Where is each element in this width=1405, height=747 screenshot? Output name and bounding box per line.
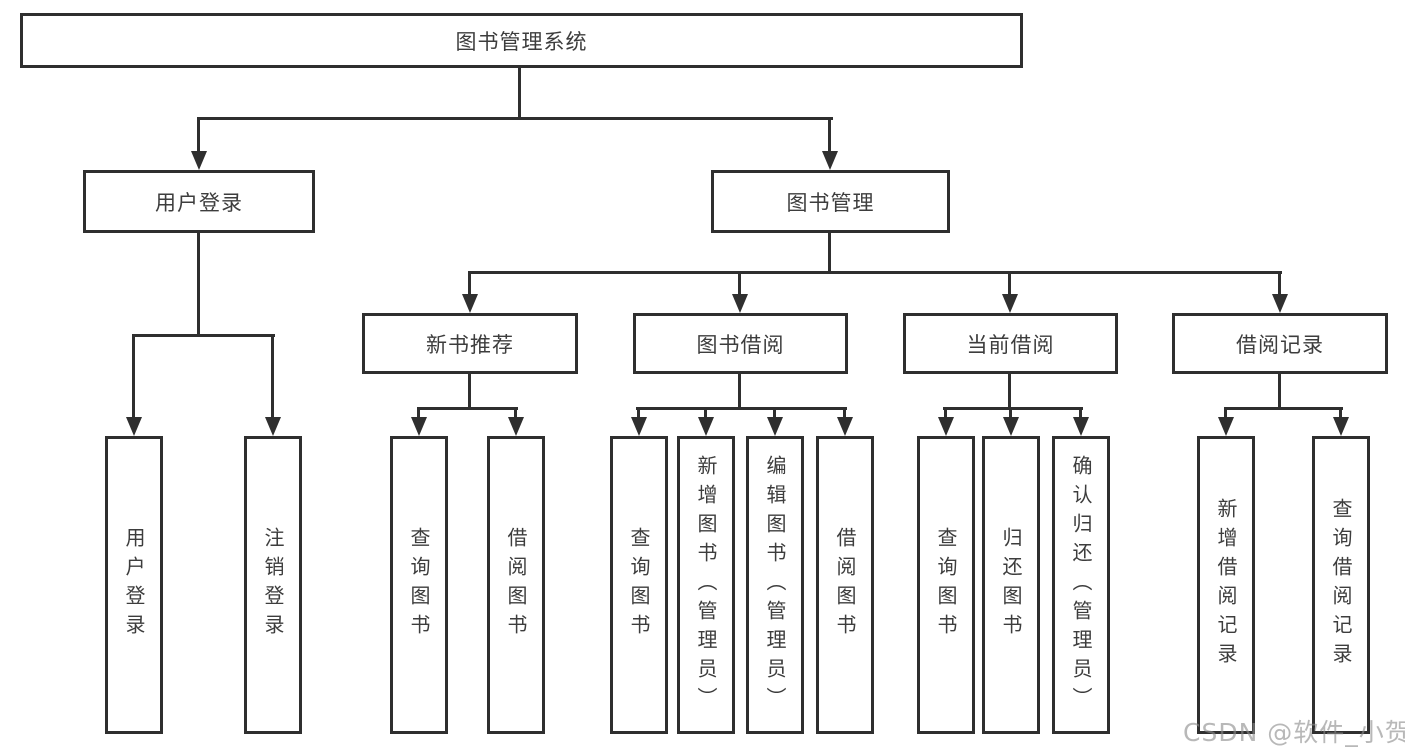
node-query-borrow-record: 查询借阅记录: [1312, 436, 1370, 734]
node-book-borrow: 图书借阅: [633, 313, 848, 374]
connector-drop-leaf: [1224, 407, 1227, 419]
connector-drop-leaf: [1339, 407, 1342, 419]
connector-drop-leaf: [843, 407, 846, 419]
connector-current-borrow-stub: [1008, 374, 1011, 410]
connector-drop-leaf: [1009, 407, 1012, 419]
arrow-down-icon: [732, 294, 748, 313]
connector-book-borrow-bar: [636, 407, 847, 410]
node-user-login-leaf: 用户登录: [105, 436, 163, 734]
node-edit-book-admin: 编辑图书（管理员）: [746, 436, 804, 734]
arrow-down-icon: [1272, 294, 1288, 313]
arrow-down-icon: [767, 417, 783, 436]
arrow-down-icon: [822, 151, 838, 170]
connector-borrow-records-stub: [1278, 374, 1281, 410]
arrow-down-icon: [1333, 417, 1349, 436]
connector-drop-leaf: [704, 407, 707, 419]
node-add-book-admin: 新增图书（管理员）: [677, 436, 735, 734]
csdn-watermark: CSDN @软件_小贺同学: [1183, 718, 1405, 747]
node-return-book: 归还图书: [982, 436, 1040, 734]
node-borrow-books-recommend: 借阅图书: [487, 436, 545, 734]
node-query-books-current: 查询图书: [917, 436, 975, 734]
node-borrow-records: 借阅记录: [1172, 313, 1388, 374]
connector-drop-book-borrow: [738, 271, 741, 297]
connector-borrow-records-bar: [1224, 407, 1343, 410]
arrow-down-icon: [1218, 417, 1234, 436]
node-add-borrow-record: 新增借阅记录: [1197, 436, 1255, 734]
arrow-down-icon: [411, 417, 427, 436]
arrow-down-icon: [698, 417, 714, 436]
arrow-down-icon: [126, 417, 142, 436]
connector-book-management-bar: [468, 271, 1282, 274]
connector-user-login-stub: [197, 233, 200, 337]
connector-drop-logout: [271, 334, 274, 419]
arrow-down-icon: [938, 417, 954, 436]
arrow-down-icon: [265, 417, 281, 436]
connector-drop-borrow-records: [1278, 271, 1281, 297]
connector-drop-leaf: [637, 407, 640, 419]
connector-new-book-bar: [417, 407, 518, 410]
arrow-down-icon: [191, 151, 207, 170]
arrow-down-icon: [462, 294, 478, 313]
arrow-down-icon: [837, 417, 853, 436]
node-logout: 注销登录: [244, 436, 302, 734]
node-borrow-books-leaf: 借阅图书: [816, 436, 874, 734]
connector-current-borrow-bar: [943, 407, 1083, 410]
node-confirm-return-admin: 确认归还（管理员）: [1052, 436, 1110, 734]
arrow-down-icon: [508, 417, 524, 436]
connector-drop-user-login: [197, 117, 200, 154]
connector-root-bar: [197, 117, 833, 120]
node-current-borrow: 当前借阅: [903, 313, 1118, 374]
connector-drop-new-book: [468, 271, 471, 297]
connector-book-borrow-stub: [738, 374, 741, 410]
connector-root-stub: [518, 68, 521, 120]
connector-user-login-bar: [132, 334, 275, 337]
node-query-books-borrow: 查询图书: [610, 436, 668, 734]
connector-drop-book-management: [828, 117, 831, 154]
arrow-down-icon: [1003, 417, 1019, 436]
node-new-book-recommend: 新书推荐: [362, 313, 578, 374]
connector-new-book-stub: [468, 374, 471, 410]
connector-drop-leaf: [1079, 407, 1082, 419]
connector-drop-current-borrow: [1008, 271, 1011, 297]
node-user-login: 用户登录: [83, 170, 315, 233]
connector-book-management-stub: [828, 233, 831, 274]
node-book-management: 图书管理: [711, 170, 950, 233]
arrow-down-icon: [1073, 417, 1089, 436]
connector-drop-leaf: [514, 407, 517, 419]
arrow-down-icon: [631, 417, 647, 436]
node-query-books-recommend: 查询图书: [390, 436, 448, 734]
connector-drop-leaf: [417, 407, 420, 419]
connector-drop-leaf: [773, 407, 776, 419]
connector-drop-leaf: [944, 407, 947, 419]
arrow-down-icon: [1002, 294, 1018, 313]
node-library-system: 图书管理系统: [20, 13, 1023, 68]
connector-drop-user-login-leaf: [132, 334, 135, 419]
